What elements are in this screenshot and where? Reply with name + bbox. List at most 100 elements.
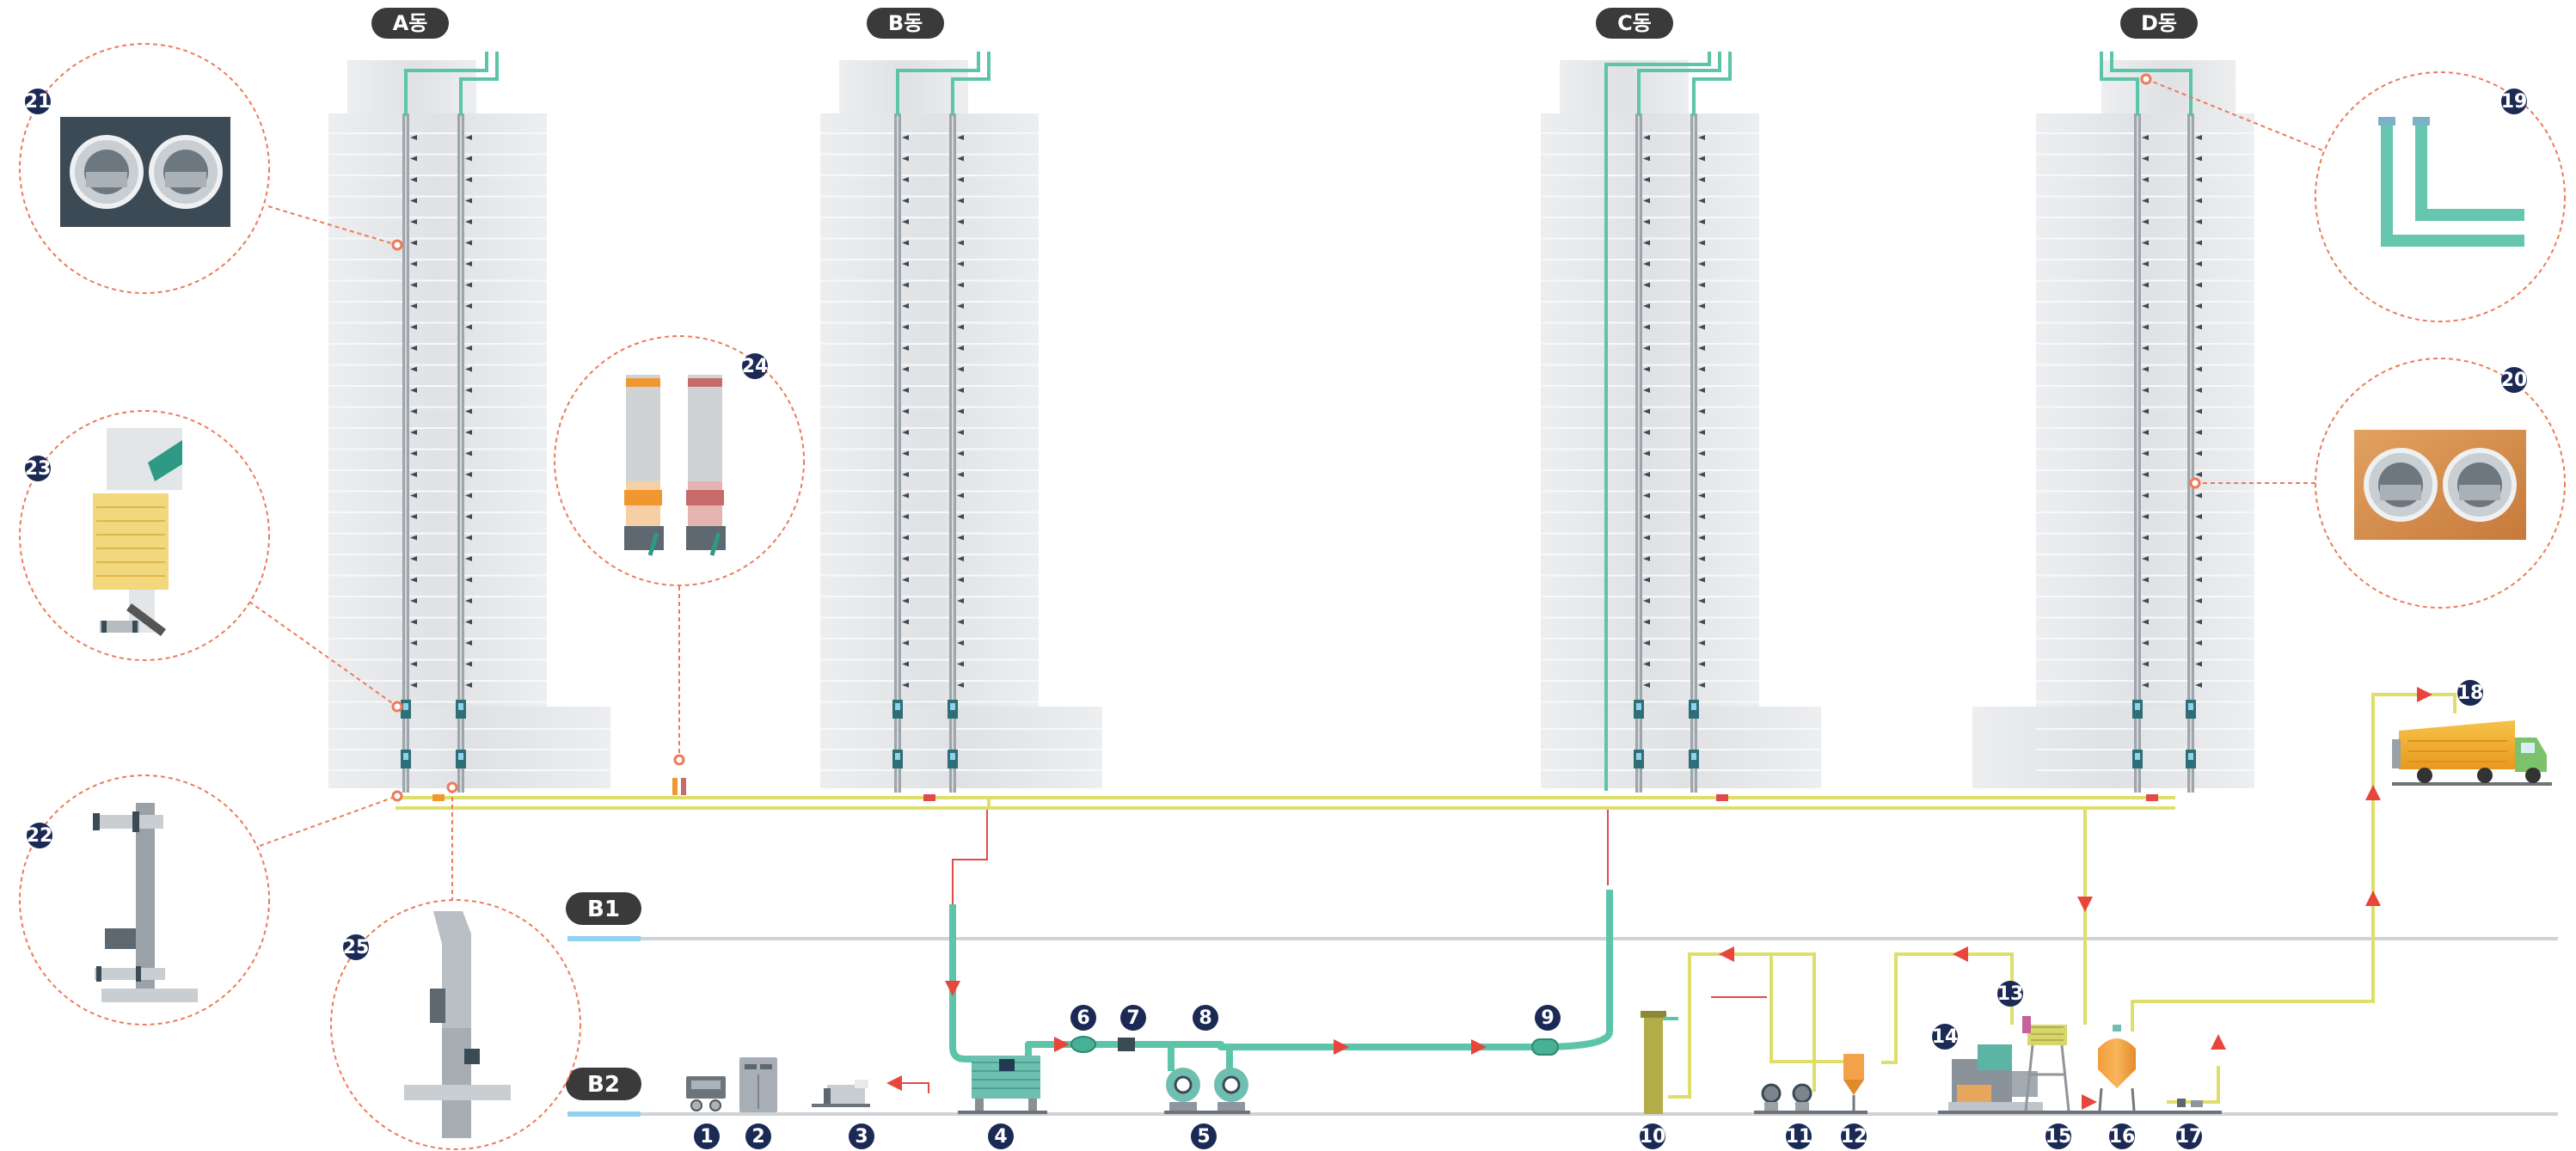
marker-label: 8 [1199,1007,1211,1029]
roof-pipes [404,52,2193,791]
chute-inlet [410,598,417,603]
chute-inlet [1643,240,1650,246]
roof-pipe-a2 [459,52,499,116]
chute-inlet [902,177,909,182]
chute-inlet [2142,493,2149,499]
chute-inlet [410,177,417,182]
yellow-branch-11 [1769,954,1850,1063]
building-label-d-pill [2120,8,2198,39]
marker-label: 18 [2457,683,2484,704]
marker-circle [2176,1123,2202,1149]
chute-inlet [2142,346,2149,351]
chute-inlet [2142,577,2149,583]
chute-inlet [1698,135,1705,140]
chute-inlet [2142,619,2149,625]
chute-inlet [2195,598,2202,603]
chute-inlet [2195,324,2202,330]
marker-23: 23 [25,456,51,481]
chute-inlet [410,366,417,372]
chute-inlet [465,240,472,246]
marker-label: 25 [343,937,370,958]
separator-4 [958,1056,1047,1114]
chute-inlet [957,640,964,646]
chute-inlet [1698,240,1705,246]
equipment-b2 [686,720,2552,1114]
valve-7 [1118,1038,1135,1051]
chute-inlet [1643,408,1650,414]
building-d [1972,60,2254,788]
marker-circle [1932,1024,1958,1050]
yellow-17 [2167,1066,2220,1104]
chute-inlet [957,493,964,499]
chute-inlet [902,324,909,330]
chute-inlet [2195,303,2202,309]
chute-inlet [410,577,417,583]
chute-inlet [1698,514,1705,519]
roof-pipe-d1 [2100,52,2139,116]
chute-inlet [957,303,964,309]
chute-inlet [1643,156,1650,162]
chute-inlet [410,388,417,393]
flow-arrow [1334,1039,1349,1055]
chute-inlet [902,598,909,603]
chute-inlet [2142,261,2149,266]
leader-22 [259,795,398,847]
chute-inlet [2195,556,2202,561]
callout-19-content [2378,117,2524,247]
chute-inlet [2195,683,2202,688]
chute-inlet [2195,240,2202,246]
chute-inlet [902,198,909,204]
yellow-loop-12-13 [1881,952,2014,1064]
chute-inlet [2142,683,2149,688]
marker-2: 2 [745,1123,771,1149]
chute-inlet [957,556,964,561]
building-b-top [839,60,968,113]
red-link-3-4 [890,1082,929,1093]
marker-circle [1191,1123,1217,1149]
chute-inlet [465,303,472,309]
pump-11 [1754,1083,1868,1114]
marker-18: 18 [2457,680,2484,706]
chute-inlet [1643,683,1650,688]
marker-label: 7 [1126,1007,1139,1029]
chute-inlet [902,535,909,541]
marker-label: 9 [1541,1007,1554,1029]
building-floor-lines [328,132,2254,771]
marker-5: 5 [1191,1123,1217,1149]
chute-inlet [465,619,472,625]
chute-inlet [2142,408,2149,414]
marker-label: 24 [742,356,769,377]
chute-inlet [957,535,964,541]
chute-valve-window [403,703,408,710]
marker-circle [1193,1005,1218,1031]
chute-inlet [410,408,417,414]
chute-inlet [410,156,417,162]
callout-circle-19 [2315,71,2566,322]
chute-valve-window [458,753,463,760]
building-label-c: C동 [1596,8,1673,39]
marker-7: 7 [1120,1005,1146,1031]
point-21 [391,239,403,251]
chute-inlet [1643,472,1650,477]
chute-inlet [957,619,964,625]
flow-arrow [2082,1094,2097,1110]
marker-circle [2457,680,2483,706]
deodorizer-10 [1641,1011,1678,1114]
building-a-tower [328,113,547,707]
chute-inlet [2195,493,2202,499]
chute-inlet [902,430,909,435]
chute-inlet [957,177,964,182]
marker-circle [2501,89,2527,114]
chute-valve-window [2188,753,2193,760]
chute-inlet [410,303,417,309]
yellow-to-truck [2131,693,2456,1032]
floor-label-b2-pill [566,1068,641,1100]
chute-inlet [957,472,964,477]
chute-valve-window [2188,703,2193,710]
floor-label-b1: B1 [566,892,641,925]
silo-16 [2098,1025,2136,1111]
chute-inlet [465,683,472,688]
blower-5 [1164,1068,1250,1114]
